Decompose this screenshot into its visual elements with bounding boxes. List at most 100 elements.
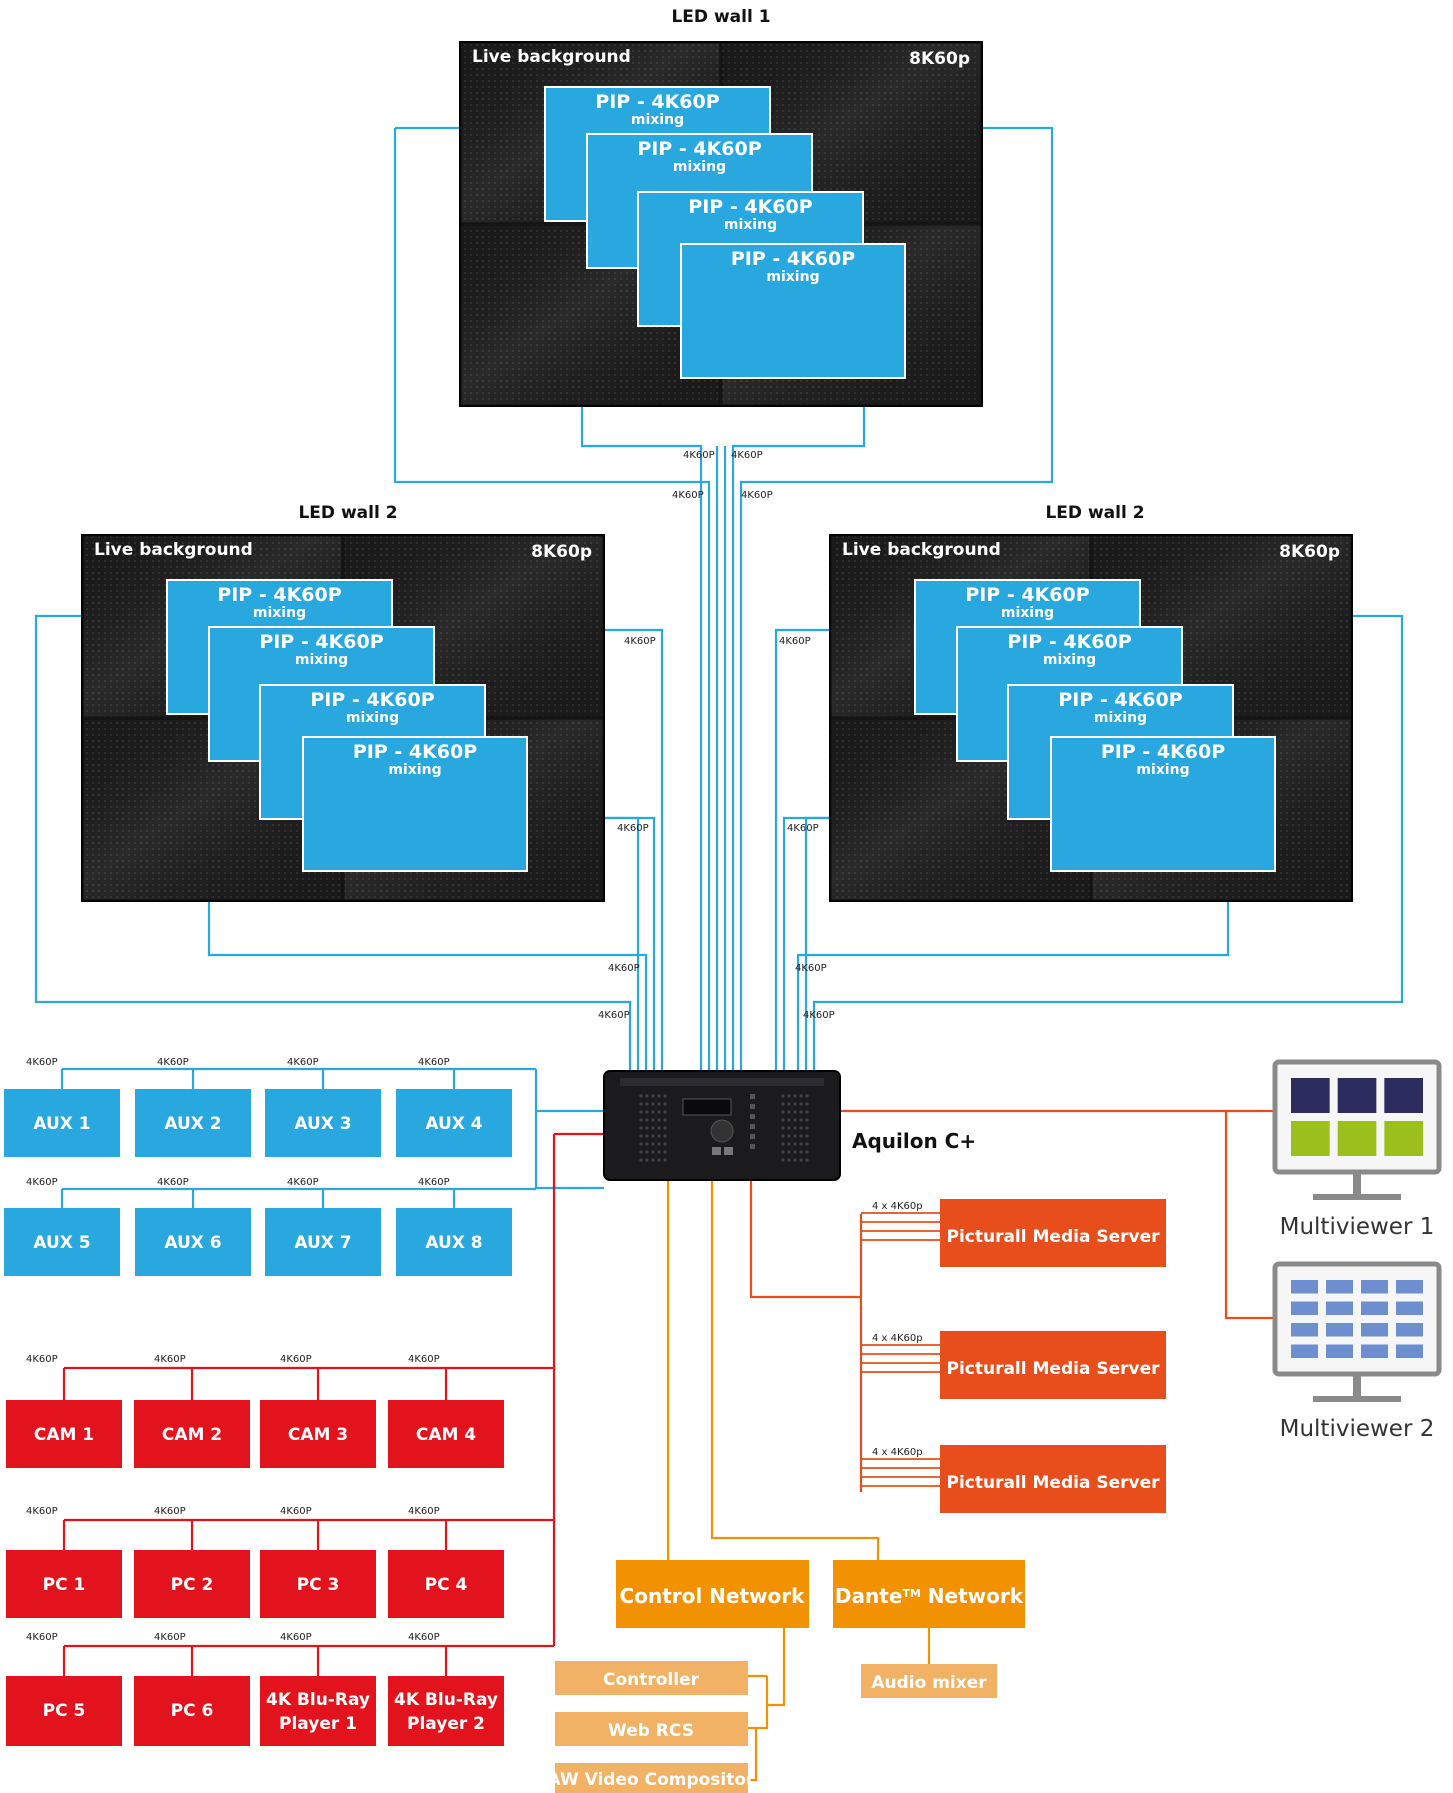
link-label: 4K60P [26,1632,58,1643]
vent-hole [787,1094,791,1098]
wall2-link [34,614,632,1071]
aux-label: AUX 7 [294,1233,351,1253]
source-box [260,1550,376,1618]
dante-name: Dante [835,1584,902,1608]
source-label: 4K Blu-Ray [394,1690,498,1710]
pip-title: PIP - 4K60P [310,689,434,711]
pip-subtitle: mixing [724,217,777,233]
vent-hole [651,1150,655,1154]
multiviewer-tile [1361,1280,1388,1294]
vent-hole [645,1142,649,1146]
multiviewer-1 [1272,1059,1442,1200]
link-label: 4K60P [287,1177,319,1188]
vent-hole [639,1102,643,1106]
vent-hole [781,1150,785,1154]
link-label: 4K60P [26,1506,58,1517]
source-label: Player 1 [279,1714,357,1734]
aux-output-1: AUX 1 [4,1089,120,1157]
multiviewer-label: Multiviewer 2 [1280,1416,1435,1442]
vent-hole [781,1134,785,1138]
source-2: CAM 2 [134,1400,250,1468]
control-device-box [555,1712,748,1746]
source-6: PC 2 [134,1550,250,1618]
pip-subtitle: mixing [1043,652,1096,668]
pip-subtitle: mixing [1094,710,1147,726]
vent-hole [639,1142,643,1146]
multiviewer-tile [1326,1323,1353,1337]
monitor-stand [1353,1374,1361,1398]
pip-title: PIP - 4K60P [217,584,341,606]
control-device-1: Controller [555,1661,748,1695]
aux-label: AUX 3 [294,1114,351,1134]
aux-label: AUX 1 [33,1114,90,1134]
multiviewer-tile [1396,1323,1423,1337]
aux-output-3: AUX 3 [265,1089,381,1157]
vent-hole [799,1094,803,1098]
link-label: 4K60P [624,636,656,647]
processor-led [750,1134,755,1139]
multiviewer-tile [1384,1078,1423,1113]
processor-screen [682,1098,732,1116]
vent-hole [781,1158,785,1162]
multiviewer-tile [1291,1344,1318,1358]
source-4: CAM 4 [388,1400,504,1468]
control-device-2: Web RCS [555,1712,748,1746]
vent-hole [645,1102,649,1106]
vent-hole [799,1134,803,1138]
vent-hole [657,1150,661,1154]
source-box [6,1676,122,1746]
multiviewer-tile [1326,1344,1353,1358]
link-label: 4K60P [157,1177,189,1188]
vent-hole [787,1102,791,1106]
vent-hole [657,1118,661,1122]
media-server-1: Picturall Media Server [940,1199,1166,1267]
vent-hole [639,1134,643,1138]
aux-label: AUX 2 [164,1114,221,1134]
vent-hole [793,1134,797,1138]
vent-hole [805,1142,809,1146]
vent-hole [651,1118,655,1122]
source-8: PC 4 [388,1550,504,1618]
vent-hole [787,1126,791,1130]
aux-box [396,1208,512,1276]
control-device-link [748,1728,758,1782]
source-7: PC 3 [260,1550,376,1618]
vent-hole [639,1150,643,1154]
source-label: PC 2 [171,1575,214,1595]
wall2-link [604,628,664,1071]
source-label: CAM 1 [34,1425,94,1445]
vent-hole [639,1158,643,1162]
source-label: PC 1 [43,1575,86,1595]
aux-label: AUX 4 [425,1114,482,1134]
vent-hole [651,1142,655,1146]
link-label: 4K60P [787,823,819,834]
aux-box [4,1208,120,1276]
monitor-base [1313,1396,1401,1402]
vent-hole [793,1158,797,1162]
led-wall-title: LED wall 2 [1045,503,1144,523]
link-label: 4K60P [731,450,763,461]
vent-hole [805,1126,809,1130]
media-server-label: Picturall Media Server [946,1473,1160,1493]
pip-title: PIP - 4K60P [1058,689,1182,711]
vent-hole [805,1150,809,1154]
link-label: 4K60P [280,1506,312,1517]
live-background-label: Live background [842,540,1001,560]
vent-hole [645,1094,649,1098]
control-device-link [767,1628,786,1707]
vent-hole [793,1118,797,1122]
vent-hole [805,1134,809,1138]
vent-hole [657,1158,661,1162]
vent-hole [657,1126,661,1130]
vent-hole [663,1150,667,1154]
vent-hole [639,1094,643,1098]
source-box [388,1400,504,1468]
vent-hole [799,1102,803,1106]
processor-led [750,1094,755,1099]
processor-led [750,1144,755,1149]
multiviewer-tile [1291,1121,1330,1156]
multiviewer-link [1224,1111,1275,1320]
